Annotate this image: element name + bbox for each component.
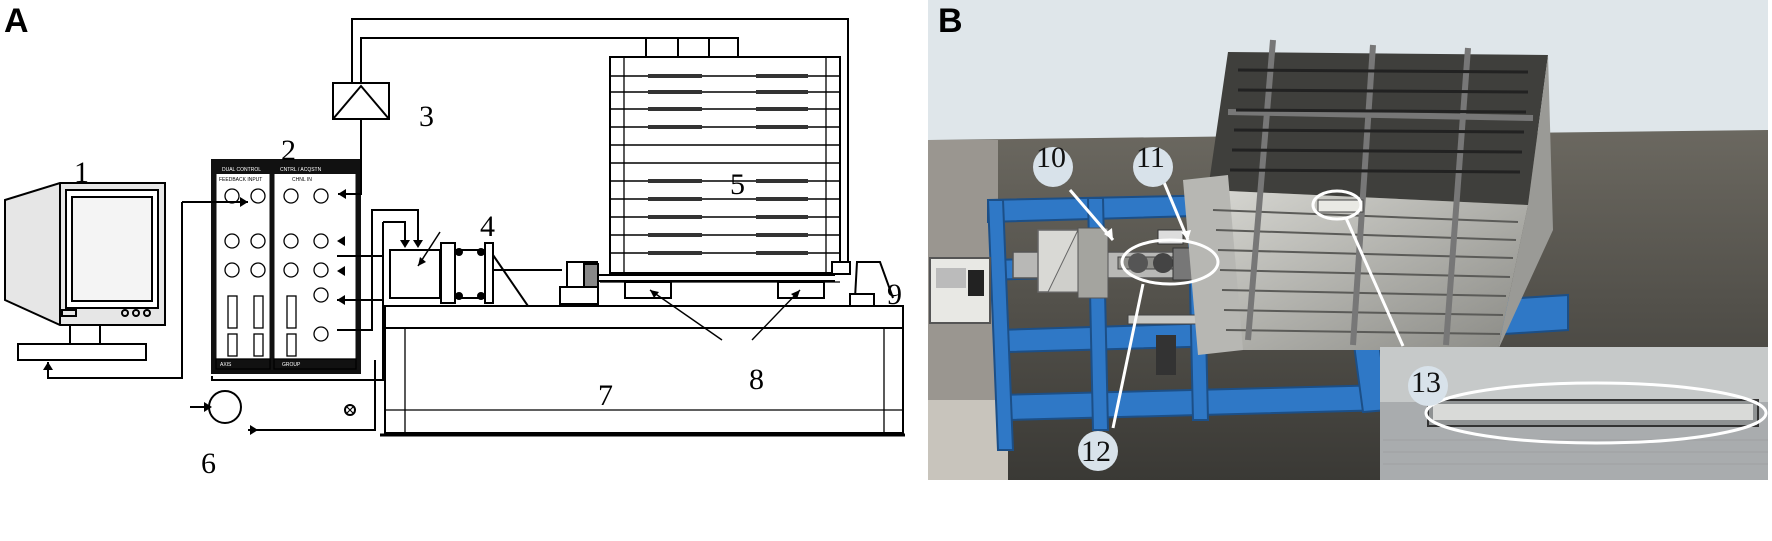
- callout-12: 12: [1081, 435, 1111, 468]
- callout-1: 1: [74, 156, 89, 189]
- callout-13: 13: [1411, 366, 1441, 399]
- panel-b-label: B: [936, 2, 965, 41]
- controller-rack: [211, 159, 361, 374]
- apparatus-photo: 10 11 12 13: [928, 0, 1768, 480]
- photo-callouts: [1033, 147, 1448, 471]
- plate-stack: [609, 37, 851, 275]
- callout-6: 6: [201, 447, 216, 480]
- panel-a-label: A: [4, 2, 29, 40]
- callout-11: 11: [1136, 141, 1165, 174]
- apparatus-schematic: DUAL CONTROL CNTRL / ACQSTN AXIS GROUP F…: [4, 18, 905, 480]
- callout-7: 7: [598, 379, 613, 412]
- callout-3: 3: [419, 100, 434, 133]
- controller-left-header: DUAL CONTROL: [222, 167, 261, 173]
- controller-right-sub: CHNL IN: [292, 177, 312, 183]
- photo-actuator: [1012, 227, 1248, 375]
- callout-8: 8: [749, 363, 764, 396]
- callout-9: 9: [887, 278, 902, 311]
- computer-monitor: [4, 182, 166, 361]
- controller-right-bottom: GROUP: [282, 362, 301, 368]
- controller-right-header: CNTRL / ACQSTN: [280, 167, 322, 173]
- photo-plate-box: [1183, 39, 1553, 355]
- base-table: [380, 305, 905, 437]
- callout-4: 4: [480, 210, 495, 243]
- controller-left-bottom: AXIS: [220, 362, 232, 368]
- controller-left-sub: FEEDBACK INPUT: [219, 177, 262, 183]
- hydraulic-actuator: [389, 231, 562, 307]
- callout-2: 2: [281, 134, 296, 167]
- callout-10: 10: [1036, 141, 1066, 174]
- servo-valve: [332, 82, 390, 120]
- callout-5: 5: [730, 168, 745, 201]
